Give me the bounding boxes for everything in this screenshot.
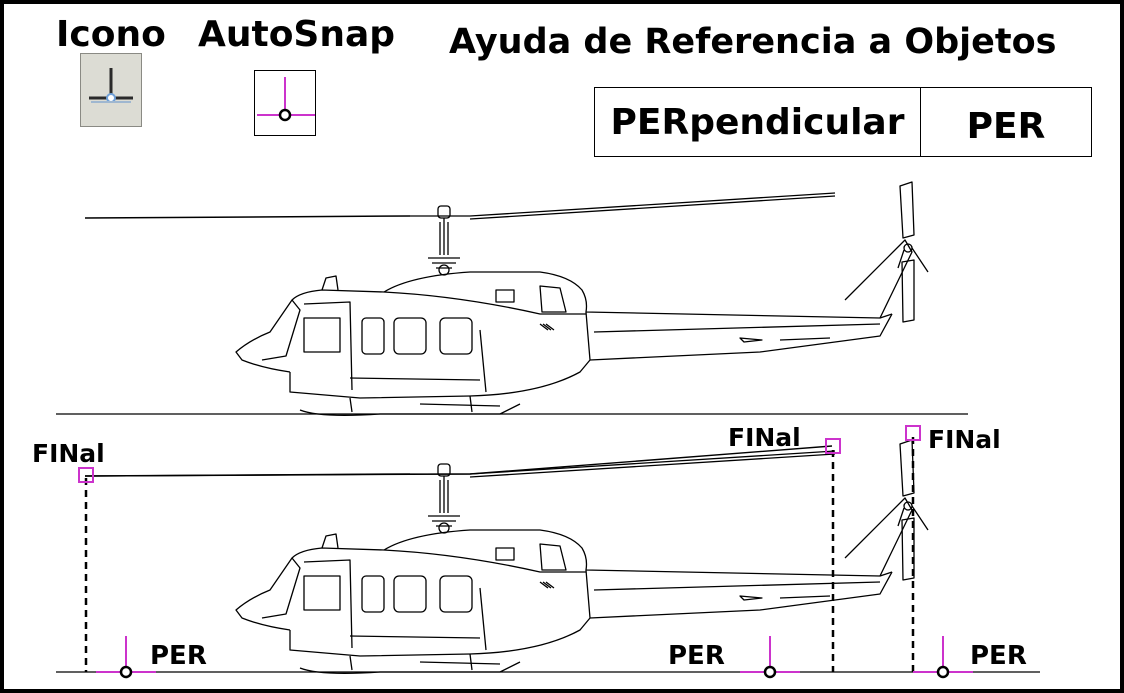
page-title: Ayuda de Referencia a Objetos [449, 22, 1057, 62]
endpoint-marker-icon [905, 425, 921, 441]
perpendicular-snap-button[interactable] [80, 53, 142, 127]
endpoint-marker-icon [78, 467, 94, 483]
perpendicular-marker-icon [913, 636, 973, 679]
endpoint-label-right: FINal [928, 425, 1001, 454]
snap-mode-table: PERpendicular PER [594, 87, 1092, 157]
endpoint-label-mid: FINal [728, 423, 801, 452]
autosnap-heading: AutoSnap [198, 14, 396, 55]
perpendicular-marker-icon [740, 636, 800, 679]
endpoint-marker-icon [825, 438, 841, 454]
per-label-left: PER [150, 641, 207, 671]
icon-heading: Icono [56, 14, 166, 55]
snap-mode-name: PERpendicular [595, 88, 921, 156]
endpoint-label-left: FINal [32, 439, 105, 468]
snap-mode-abbreviation: PER [966, 105, 1046, 147]
perpendicular-snap-icon [89, 68, 133, 103]
per-label-right: PER [970, 641, 1027, 671]
per-label-mid: PER [668, 641, 725, 671]
autosnap-perpendicular-marker-icon [257, 77, 315, 122]
autosnap-marker-box [254, 70, 316, 136]
perpendicular-marker-icon [96, 636, 156, 679]
rotor-blade-line [84, 445, 833, 477]
helicopter-drawing-top [84, 181, 929, 417]
